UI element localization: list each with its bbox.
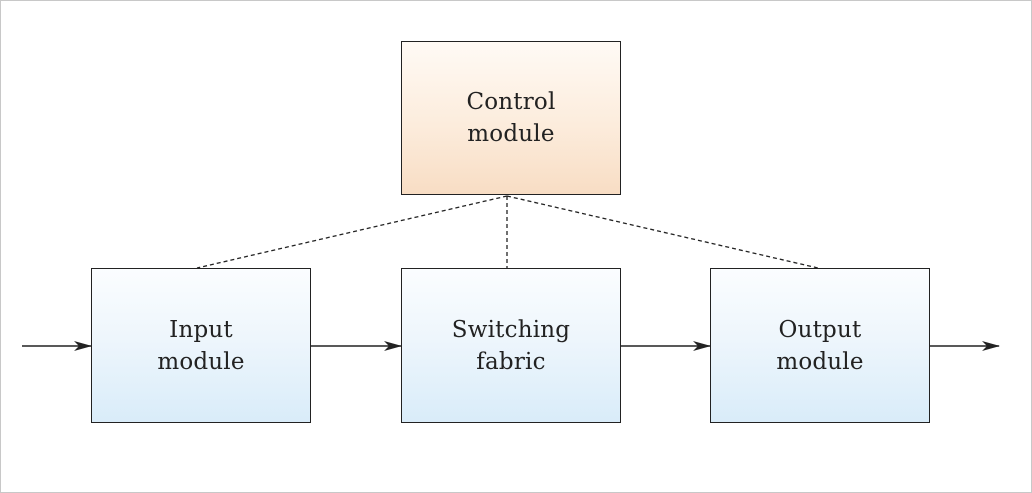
output-module-label: Output module <box>776 316 864 375</box>
output-module-box: Output module <box>710 268 930 423</box>
control-to-input-link <box>196 195 508 269</box>
control-module-box: Control module <box>401 41 621 195</box>
control-to-output-link <box>506 195 819 269</box>
switching-fabric-box: Switching fabric <box>401 268 621 423</box>
input-module-box: Input module <box>91 268 311 423</box>
input-module-label: Input module <box>157 316 245 375</box>
control-module-label: Control module <box>466 89 556 147</box>
switching-fabric-label: Switching fabric <box>451 316 571 375</box>
